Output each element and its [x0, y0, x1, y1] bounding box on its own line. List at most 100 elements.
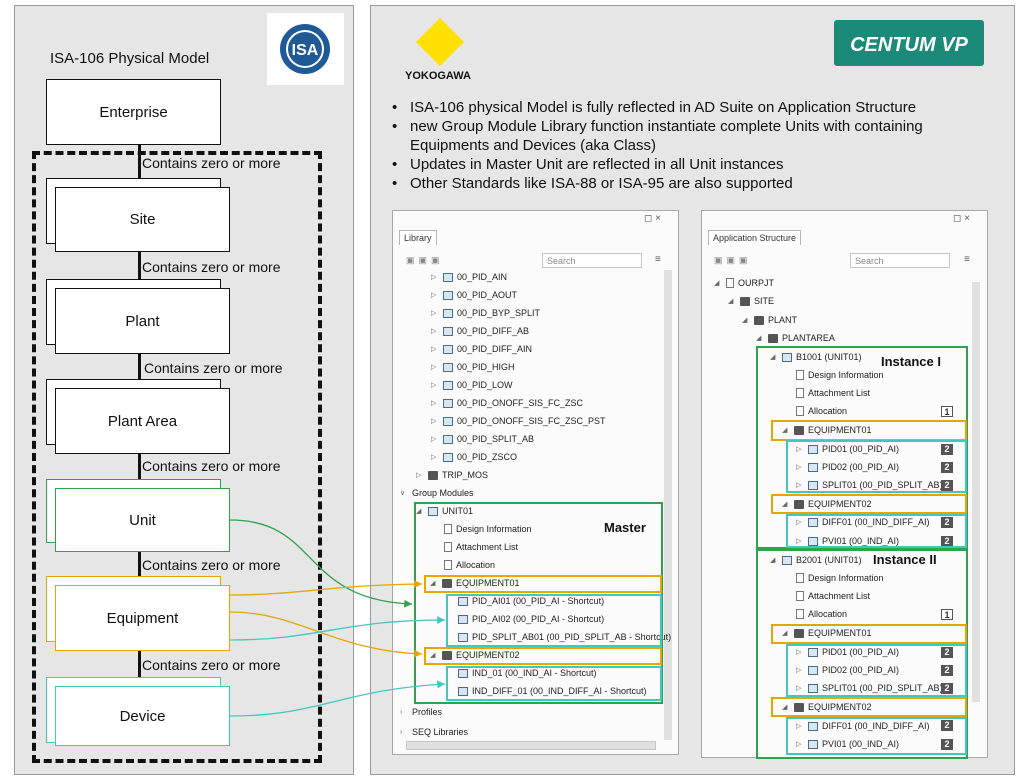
equipment01-item[interactable]: ◢EQUIPMENT01	[782, 628, 872, 638]
device-arrow	[229, 616, 446, 641]
site-item[interactable]: ◢SITE	[728, 296, 775, 306]
instance2-highlight	[756, 549, 968, 759]
list-item[interactable]: ▷00_PID_ZSCO	[431, 452, 518, 462]
menu-icon[interactable]: ≡	[964, 254, 970, 265]
count-badge: 2	[941, 536, 953, 547]
list-item[interactable]: ▷PID02 (00_PID_AI)	[796, 665, 900, 675]
library-toolbar-icons[interactable]: ▣▣▣	[406, 255, 444, 265]
library-hscrollbar[interactable]	[406, 741, 656, 750]
root-item[interactable]: ◢OURPJT	[714, 278, 774, 288]
connector	[138, 252, 141, 288]
yokogawa-text: YOKOGAWA	[405, 70, 471, 82]
tab-application-structure[interactable]: Application Structure	[708, 230, 802, 245]
contains-label: Contains zero or more	[142, 458, 281, 474]
equipment02-highlight	[771, 494, 967, 514]
b1001-item[interactable]: ◢B1001 (UNIT01)	[770, 352, 862, 362]
window-controls[interactable]: ◻ ×	[644, 213, 661, 224]
list-item[interactable]: ▷PVI01 (00_IND_AI)	[796, 536, 900, 546]
list-item[interactable]: Attachment List	[796, 589, 870, 603]
list-item[interactable]: ▷PID02 (00_PID_AI)	[796, 462, 900, 472]
equipment-box: Equipment	[55, 585, 230, 651]
seq-libraries-item[interactable]: ›SEQ Libraries	[400, 727, 469, 737]
master-highlight	[414, 502, 663, 704]
list-item[interactable]: ▷00_PID_BYP_SPLIT	[431, 308, 541, 318]
contains-label: Contains zero or more	[142, 557, 281, 573]
list-item[interactable]: ▷PID01 (00_PID_AI)	[796, 444, 900, 454]
app-toolbar-icons[interactable]: ▣▣▣	[714, 255, 752, 265]
contains-label: Contains zero or more	[142, 155, 281, 171]
yokogawa-logo: YOKOGAWA	[400, 16, 480, 82]
list-item[interactable]: Allocation	[796, 404, 847, 418]
equipment-arrow	[229, 611, 423, 658]
list-item[interactable]: ▷SPLIT01 (00_PID_SPLIT_AB)	[796, 683, 943, 693]
count-badge: 2	[941, 517, 953, 528]
list-item[interactable]: ▷00_PID_AIN	[431, 272, 508, 282]
contains-label: Contains zero or more	[142, 657, 281, 673]
list-item[interactable]: ▷PID01 (00_PID_AI)	[796, 647, 900, 657]
device-box: Device	[55, 686, 230, 746]
list-item[interactable]: IND_01 (00_IND_AI - Shortcut)	[458, 666, 597, 680]
unit-arrow	[229, 519, 413, 608]
count-badge: 2	[941, 665, 953, 676]
connector	[138, 552, 141, 587]
allocation-badge: 1	[941, 609, 953, 620]
list-item[interactable]: IND_DIFF_01 (00_IND_DIFF_AI - Shortcut)	[458, 684, 647, 698]
equipment01-highlight	[771, 624, 967, 644]
equipment02-item[interactable]: ◢EQUIPMENT02	[782, 702, 872, 712]
list-item[interactable]: Attachment List	[444, 540, 518, 554]
device-group-highlight	[786, 644, 967, 697]
list-item[interactable]: PID_AI02 (00_PID_AI - Shortcut)	[458, 612, 604, 626]
list-item[interactable]: ▷00_PID_DIFF_AB	[431, 326, 530, 336]
instance1-highlight	[756, 346, 968, 549]
list-item[interactable]: ▷DIFF01 (00_IND_DIFF_AI)	[796, 517, 930, 527]
list-item[interactable]: ▷00_PID_ONOFF_SIS_FC_ZSC_PST	[431, 416, 606, 426]
device-group-highlight	[446, 594, 662, 647]
equipment01-highlight	[424, 575, 662, 593]
app-scrollbar[interactable]	[972, 282, 980, 702]
list-item[interactable]: Design Information	[796, 571, 884, 585]
equipment01-item[interactable]: ◢EQUIPMENT01	[782, 425, 872, 435]
isa-logo: ISA	[267, 13, 344, 85]
equipment02-item[interactable]: ◢EQUIPMENT02	[782, 499, 872, 509]
list-item[interactable]: Allocation	[444, 558, 495, 572]
list-item[interactable]: Allocation	[796, 607, 847, 621]
list-item[interactable]: ▷00_PID_LOW	[431, 380, 513, 390]
centum-text: CENTUM VP	[850, 34, 968, 56]
b2001-item[interactable]: ◢B2001 (UNIT01)	[770, 555, 862, 565]
list-item[interactable]: ▷00_PID_HIGH	[431, 362, 515, 372]
list-item[interactable]: ▷00_PID_DIFF_AIN	[431, 344, 533, 354]
plantarea-item[interactable]: ◢PLANTAREA	[756, 333, 835, 343]
list-item[interactable]: ▷SPLIT01 (00_PID_SPLIT_AB)	[796, 480, 943, 490]
allocation-badge: 1	[941, 406, 953, 417]
profiles-item[interactable]: ›Profiles	[400, 707, 443, 717]
menu-icon[interactable]: ≡	[655, 254, 661, 265]
app-search-input[interactable]: Search	[850, 253, 950, 268]
list-item[interactable]: Design Information	[444, 522, 532, 536]
library-scrollbar[interactable]	[664, 270, 672, 740]
device-group-highlight	[446, 666, 662, 701]
list-item[interactable]: PID_AI01 (00_PID_AI - Shortcut)	[458, 594, 604, 608]
list-item[interactable]: ▷00_PID_AOUT	[431, 290, 518, 300]
list-item[interactable]: Design Information	[796, 368, 884, 382]
connector	[138, 354, 141, 389]
list-item[interactable]: Attachment List	[796, 386, 870, 400]
list-item[interactable]: PID_SPLIT_AB01 (00_PID_SPLIT_AB - Shortc…	[458, 630, 671, 644]
device-group-highlight	[786, 717, 967, 755]
equipment02-item[interactable]: ◢EQUIPMENT02	[430, 650, 520, 660]
window-controls[interactable]: ◻ ×	[953, 213, 970, 224]
group-modules-item[interactable]: ∨Group Modules	[400, 488, 474, 498]
library-search-input[interactable]: Search	[542, 253, 642, 268]
count-badge: 2	[941, 720, 953, 731]
list-item[interactable]: ▷00_PID_SPLIT_AB	[431, 434, 535, 444]
plant-item[interactable]: ◢PLANT	[742, 315, 798, 325]
plant-area-box: Plant Area	[55, 388, 230, 454]
equipment02-highlight	[424, 647, 662, 665]
list-item[interactable]: ▷PVI01 (00_IND_AI)	[796, 739, 900, 749]
list-item[interactable]: ▷TRIP_MOS	[416, 470, 489, 480]
isa-logo-text: ISA	[292, 42, 319, 59]
unit01-item[interactable]: ◢UNIT01	[416, 506, 474, 516]
list-item[interactable]: ▷DIFF01 (00_IND_DIFF_AI)	[796, 721, 930, 731]
tab-library[interactable]: Library	[399, 230, 437, 245]
list-item[interactable]: ▷00_PID_ONOFF_SIS_FC_ZSC	[431, 398, 584, 408]
equipment01-item[interactable]: ◢EQUIPMENT01	[430, 578, 520, 588]
